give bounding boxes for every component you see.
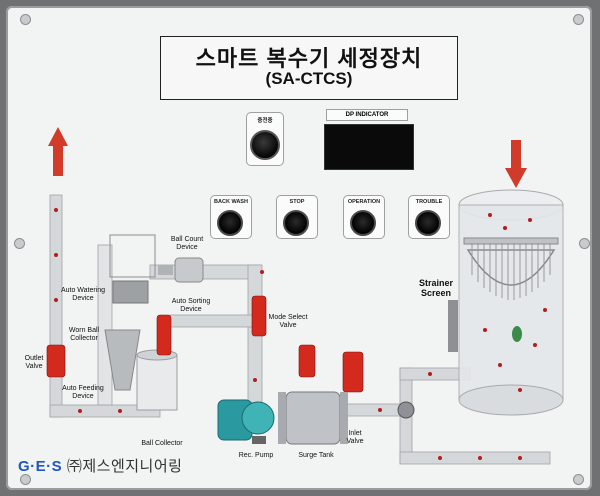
stop-button[interactable]	[283, 210, 309, 236]
company-name: ㈜제스엔지니어링	[66, 458, 183, 475]
outlet-valve-icon	[46, 344, 66, 378]
screw	[14, 238, 25, 249]
ges-logo-mark: G·E·S	[18, 458, 63, 475]
ball-collector-vessel	[104, 234, 178, 411]
worn-ball-collector-label: Worn Ball Collector	[68, 327, 100, 342]
inlet-valve-label: Inlet Valve	[346, 430, 364, 445]
ball-count-device-label: Ball Count Device	[170, 236, 204, 251]
dp-indicator-display	[324, 124, 414, 170]
mode-select-valve-label: Mode Select Valve	[268, 314, 308, 329]
page-title: 스마트 복수기 세정장치	[195, 46, 423, 71]
surge-tank-label: Surge Tank	[298, 452, 334, 459]
rec-pump	[217, 399, 275, 444]
outlet-valve-label: Outlet Valve	[24, 355, 44, 370]
back-wash-label: BACK WASH	[214, 199, 248, 205]
screw	[579, 238, 590, 249]
screw	[20, 14, 31, 25]
company-logo: G·E·S ㈜제스엔지니어링	[18, 455, 182, 476]
auto-sorting-valve-icon	[156, 314, 172, 356]
strainer-inlet-valve	[397, 401, 415, 419]
auto-sorting-device-label: Auto Sorting Device	[171, 298, 211, 313]
inlet-arrow-icon	[505, 140, 527, 188]
title-box: 스마트 복수기 세정장치 (SA-CTCS)	[160, 36, 458, 100]
mode-select-valve-icon	[251, 295, 267, 337]
red-valves	[46, 295, 364, 393]
trouble-lamp	[415, 210, 441, 236]
screw	[573, 14, 584, 25]
screw	[20, 474, 31, 485]
surge-tank	[278, 391, 348, 445]
trouble-label: TROUBLE	[415, 199, 443, 205]
strainer-tank	[448, 189, 564, 416]
outlet-arrow-icon	[48, 127, 68, 176]
operation-label: OPERATION	[347, 199, 381, 205]
ball-count-device	[158, 257, 204, 283]
sponge-balls	[54, 208, 547, 460]
dp-indicator-label: DP INDICATOR	[326, 109, 408, 121]
surge-tank-valve-icon	[298, 344, 316, 378]
power-lamp-icon	[250, 130, 280, 160]
operation-button[interactable]	[350, 210, 376, 236]
page-subtitle: (SA-CTCS)	[265, 69, 353, 88]
auto-watering-device-label: Auto Watering Device	[60, 287, 106, 302]
power-lamp-label: 충전중	[257, 118, 273, 124]
ball-collector-label: Ball Collector	[141, 440, 183, 447]
strainer-screen-label: Strainer Screen	[418, 278, 453, 298]
stop-label: STOP	[289, 199, 305, 205]
back-wash-button[interactable]	[217, 210, 243, 236]
screw	[573, 474, 584, 485]
auto-feeding-device-label: Auto Feeding Device	[62, 385, 104, 400]
inlet-valve-icon	[342, 351, 364, 393]
rec-pump-label: Rec. Pump	[238, 452, 274, 459]
